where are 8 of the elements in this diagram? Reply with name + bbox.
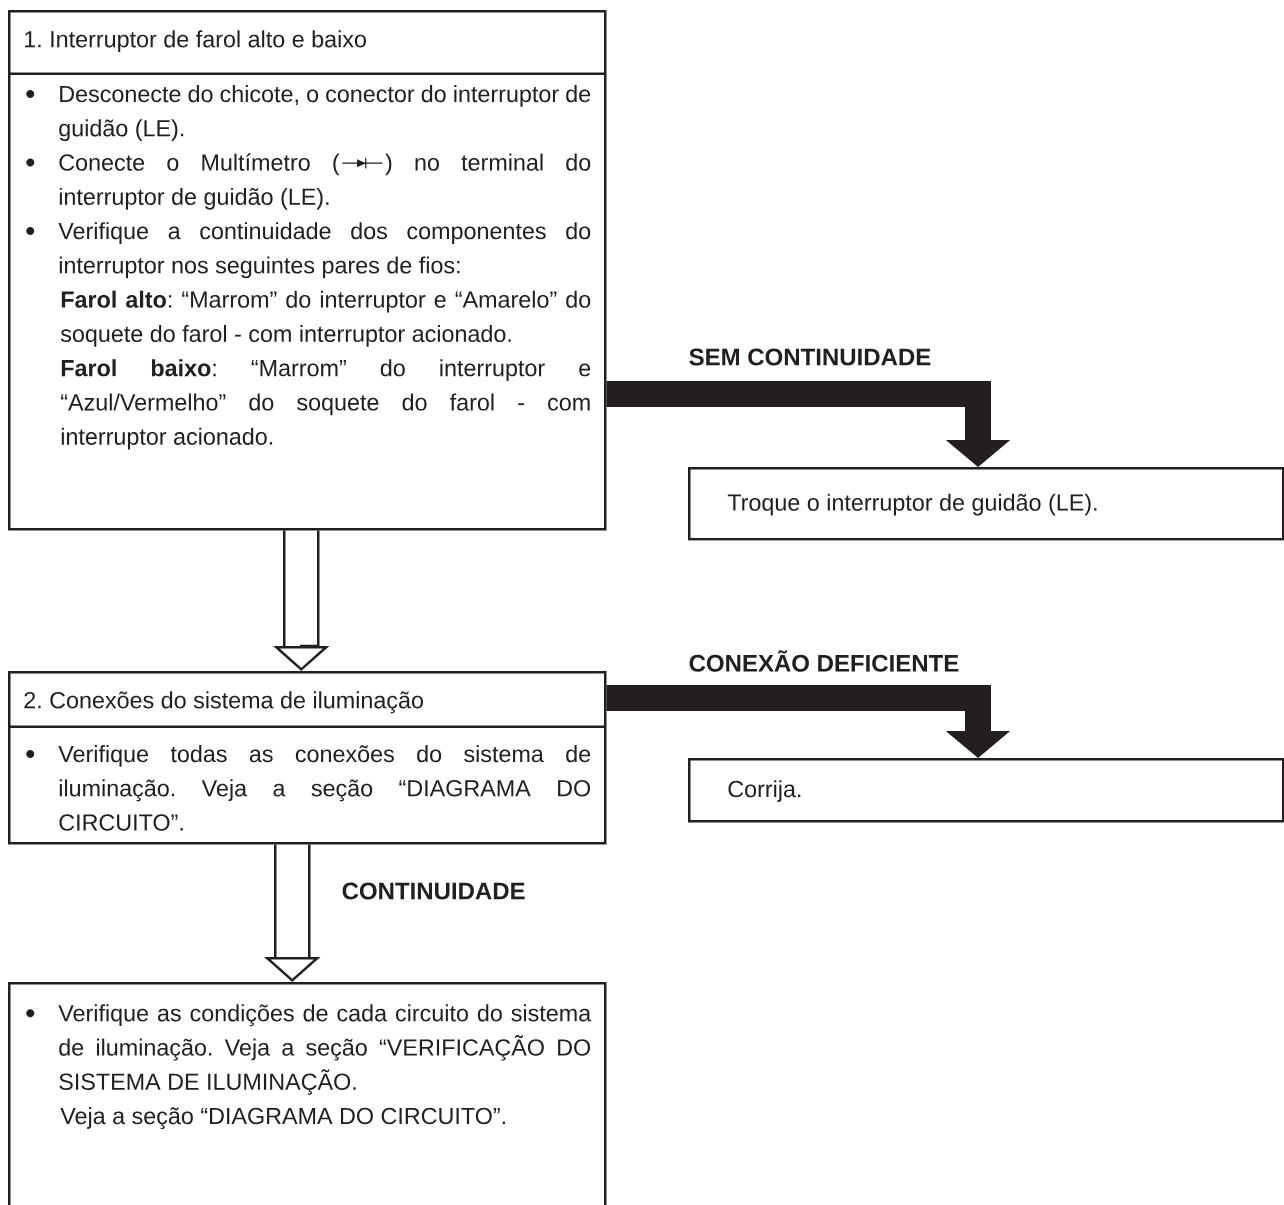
edge-label: CONEXÃO DEFICIENTE [687,648,961,674]
edge-label: SEM CONTINUIDADE [687,347,933,367]
action-box: Troque o interruptor de guidão (LE). [688,467,1284,541]
action-box: Corrija. [688,758,1284,823]
step-box: 1. Interruptor de farol alto e baixo Desconecte do chicote, o conector do interruptor de guidão (LE). Conecte o Multímetro ( ) no terminal do interruptor de guidão (LE). Verifique a continuidade dos componentes do interruptor nos seguintes pares de fios: Farol alto: “Marrom” do interruptor e “Amarelo” do soquete do farol - com interruptor acionado. Farol baixo: “Marrom” do interruptor e “Azul/Vermelho” do soquete do farol - com interruptor acionado. [8,10,607,531]
step-box: 2. Conexões do sistema de iluminação Verifique todas as conexões do sistema de iluminação. Veja a seção “DIAGRAMA DO CIRCUITO”. [8,671,607,845]
step-box: Verifique as condições de cada circuito do sistema de iluminação. Veja a seção “VERIFICAÇÃO DO SISTEMA DE ILUMINAÇÃO. Veja a seção “DIAGRAMA DO CIRCUITO”. [8,982,607,1205]
edge-label: CONTINUIDADE [340,881,527,901]
